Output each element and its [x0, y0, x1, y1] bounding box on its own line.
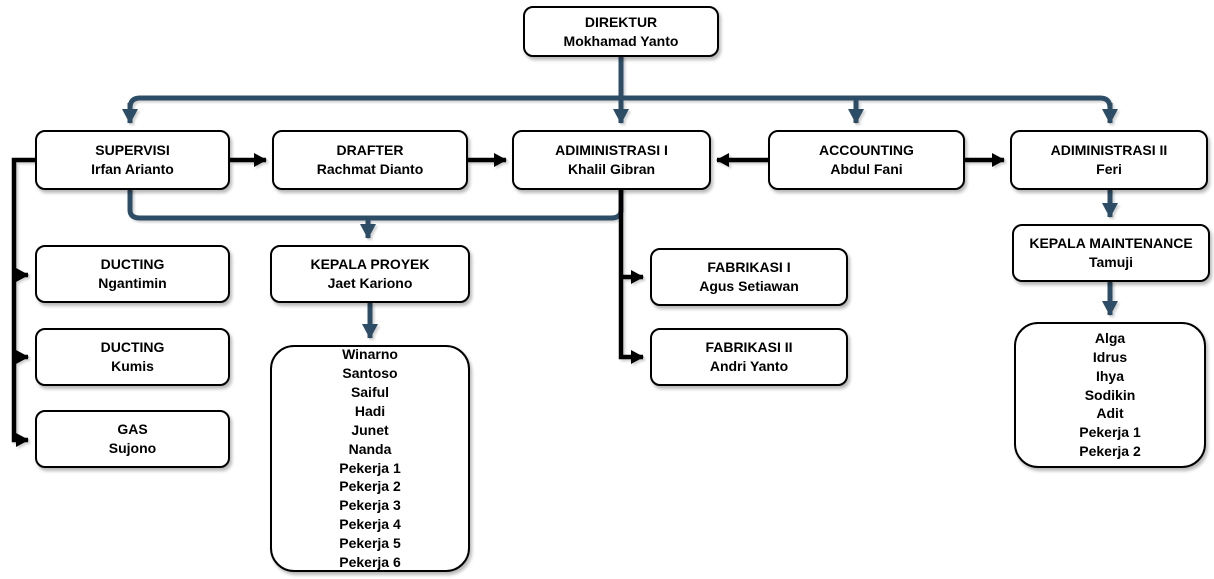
- node-administrasi-1[interactable]: ADIMINISTRASI I Khalil Gibran: [512, 130, 711, 190]
- node-maintenance-team[interactable]: Alga Idrus Ihya Sodikin Adit Pekerja 1 P…: [1014, 322, 1206, 468]
- connector-kepala-proyek-merge: [127, 188, 624, 221]
- node-person-name: Ngantimin: [98, 275, 167, 291]
- node-person-name: Kumis: [111, 358, 154, 374]
- node-title: SUPERVISI: [95, 142, 170, 159]
- node-person-name: Abdul Fani: [830, 161, 903, 177]
- node-kepala-maintenance[interactable]: KEPALA MAINTENANCE Tamuji: [1012, 224, 1210, 282]
- connector-supervisi-bracket: [11, 157, 35, 447]
- node-ducting-kumis[interactable]: DUCTING Kumis: [35, 328, 230, 386]
- node-title: ACCOUNTING: [819, 142, 914, 159]
- node-title: FABRIKASI I: [707, 259, 791, 276]
- node-proyek-team[interactable]: Winarno Santoso Saiful Hadi Junet Nanda …: [270, 345, 470, 572]
- node-title: DIREKTUR: [584, 13, 658, 30]
- node-drafter[interactable]: DRAFTER Rachmat Dianto: [272, 130, 468, 190]
- node-title: KEPALA MAINTENANCE: [1029, 235, 1193, 252]
- node-title: DRAFTER: [336, 142, 404, 159]
- node-title: ADIMINISTRASI II: [1050, 142, 1168, 159]
- node-accounting[interactable]: ACCOUNTING Abdul Fani: [768, 130, 965, 190]
- node-person-name: Feri: [1096, 161, 1122, 177]
- node-person-name: Rachmat Dianto: [316, 161, 424, 177]
- node-person-name: Khalil Gibran: [567, 161, 656, 177]
- node-title: FABRIKASI II: [705, 339, 793, 356]
- node-direktur[interactable]: DIREKTUR Mokhamad Yanto: [523, 6, 719, 57]
- node-person-name: Andri Yanto: [709, 358, 789, 374]
- node-supervisi[interactable]: SUPERVISI Irfan Arianto: [35, 130, 230, 190]
- node-fabrikasi-2[interactable]: FABRIKASI II Andri Yanto: [650, 328, 848, 386]
- node-fabrikasi-1[interactable]: FABRIKASI I Agus Setiawan: [650, 248, 848, 306]
- node-title: DUCTING: [100, 339, 165, 356]
- node-title: KEPALA PROYEK: [310, 256, 430, 273]
- team-member-list: Winarno Santoso Saiful Hadi Junet Nanda …: [339, 346, 401, 570]
- node-administrasi-2[interactable]: ADIMINISTRASI II Feri: [1010, 130, 1208, 190]
- node-person-name: Sujono: [108, 440, 157, 456]
- connector-administrasi1-to-fabrikasi2: [618, 190, 644, 364]
- team-member-list: Alga Idrus Ihya Sodikin Adit Pekerja 1 P…: [1079, 329, 1141, 460]
- node-person-name: Irfan Arianto: [91, 161, 174, 177]
- node-person-name: Agus Setiawan: [699, 278, 799, 294]
- node-person-name: Jaet Kariono: [327, 275, 413, 291]
- node-title: ADIMINISTRASI I: [555, 142, 668, 159]
- node-kepala-proyek[interactable]: KEPALA PROYEK Jaet Kariono: [270, 245, 470, 303]
- node-person-name: Mokhamad Yanto: [563, 32, 679, 49]
- node-ducting-ngantimin[interactable]: DUCTING Ngantimin: [35, 245, 230, 303]
- node-title: DUCTING: [100, 256, 165, 273]
- node-title: GAS: [117, 421, 148, 438]
- node-person-name: Tamuji: [1088, 254, 1134, 270]
- node-gas[interactable]: GAS Sujono: [35, 410, 230, 468]
